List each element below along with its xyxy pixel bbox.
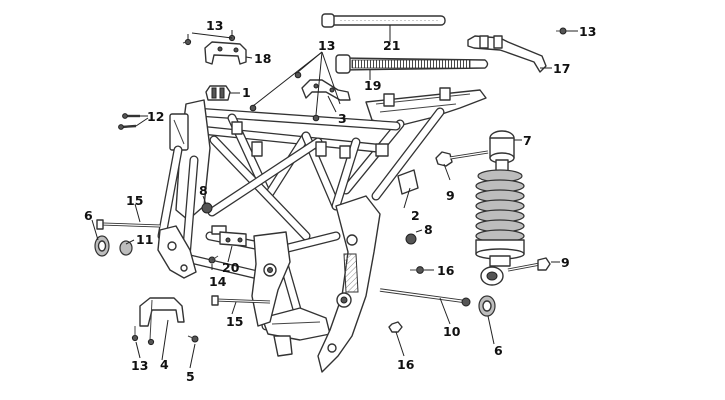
rubber-cap-8-right <box>405 233 417 245</box>
callout-13-centre: 13 <box>318 38 335 53</box>
bolt-13-lower-b <box>147 338 155 346</box>
callout-11: 11 <box>136 232 153 247</box>
callout-14: 14 <box>209 274 227 289</box>
screw-13-top-right <box>556 27 567 35</box>
main-frame <box>157 87 487 373</box>
callout-7: 7 <box>523 133 532 148</box>
callout-13-top-right: 13 <box>579 24 596 39</box>
callout-1: 1 <box>242 85 251 100</box>
bolt-13-lower-a <box>131 326 139 342</box>
callout-12: 12 <box>147 109 164 124</box>
bolt-12-b <box>118 124 137 130</box>
bushing-6-right <box>478 295 496 317</box>
callout-8-right: 8 <box>424 222 433 237</box>
screw-13-centre-c <box>312 114 320 122</box>
callout-2: 2 <box>411 208 420 223</box>
callout-9-lower: 9 <box>561 255 570 270</box>
bolt-14 <box>208 255 219 264</box>
bolt-5 <box>187 335 199 343</box>
cable-tie-long <box>321 13 446 28</box>
nut-16-upper <box>410 266 424 274</box>
callout-13-lower: 13 <box>131 358 148 373</box>
small-bracket <box>204 41 247 65</box>
callout-6-right: 6 <box>494 343 503 358</box>
screw-13-centre-a <box>294 71 302 79</box>
callout-9-upper: 9 <box>446 188 455 203</box>
callout-20: 20 <box>222 260 240 275</box>
spacer-11 <box>119 240 133 256</box>
bolt-12-a <box>122 113 140 119</box>
callout-19: 19 <box>364 78 381 93</box>
callout-5: 5 <box>186 369 195 384</box>
nut-16-lower <box>388 321 403 333</box>
bushing-6-left <box>94 235 110 257</box>
rubber-cap-8-left <box>201 202 213 214</box>
callout-10: 10 <box>443 324 461 339</box>
cable-tie-ribbed <box>335 54 489 74</box>
long-bolt-15-upper <box>96 219 161 230</box>
shock-bolt-9-upper <box>435 150 489 167</box>
callout-4: 4 <box>160 357 169 372</box>
long-bolt-15-lower <box>211 295 271 306</box>
callout-15-lower: 15 <box>226 314 243 329</box>
callout-16-upper: 16 <box>437 263 455 278</box>
callout-18: 18 <box>254 51 271 66</box>
callout-8-left: 8 <box>199 183 208 198</box>
callout-15-upper: 15 <box>126 193 143 208</box>
callout-16-lower: 16 <box>397 357 415 372</box>
pivot-axle-10 <box>379 288 471 307</box>
callout-13-top-left: 13 <box>206 18 223 33</box>
clamp-block <box>205 85 231 101</box>
screw-13-centre-b <box>249 104 257 112</box>
mount-plate <box>219 231 247 247</box>
screw-13-top-left-a <box>182 38 192 46</box>
rear-bracket <box>467 35 547 73</box>
callout-labels: 21 19 1 18 13 13 17 12 13 3 2 9 7 9 8 8 … <box>84 18 596 384</box>
leader-lines <box>91 25 578 369</box>
lower-bracket-4 <box>139 297 185 341</box>
callout-6-left: 6 <box>84 208 93 223</box>
callout-21: 21 <box>383 38 400 53</box>
callout-17: 17 <box>553 61 570 76</box>
top-bracket <box>301 79 351 101</box>
shock-bolt-9-lower <box>507 257 551 272</box>
rear-shock-7 <box>475 130 525 286</box>
callout-3: 3 <box>338 111 347 126</box>
